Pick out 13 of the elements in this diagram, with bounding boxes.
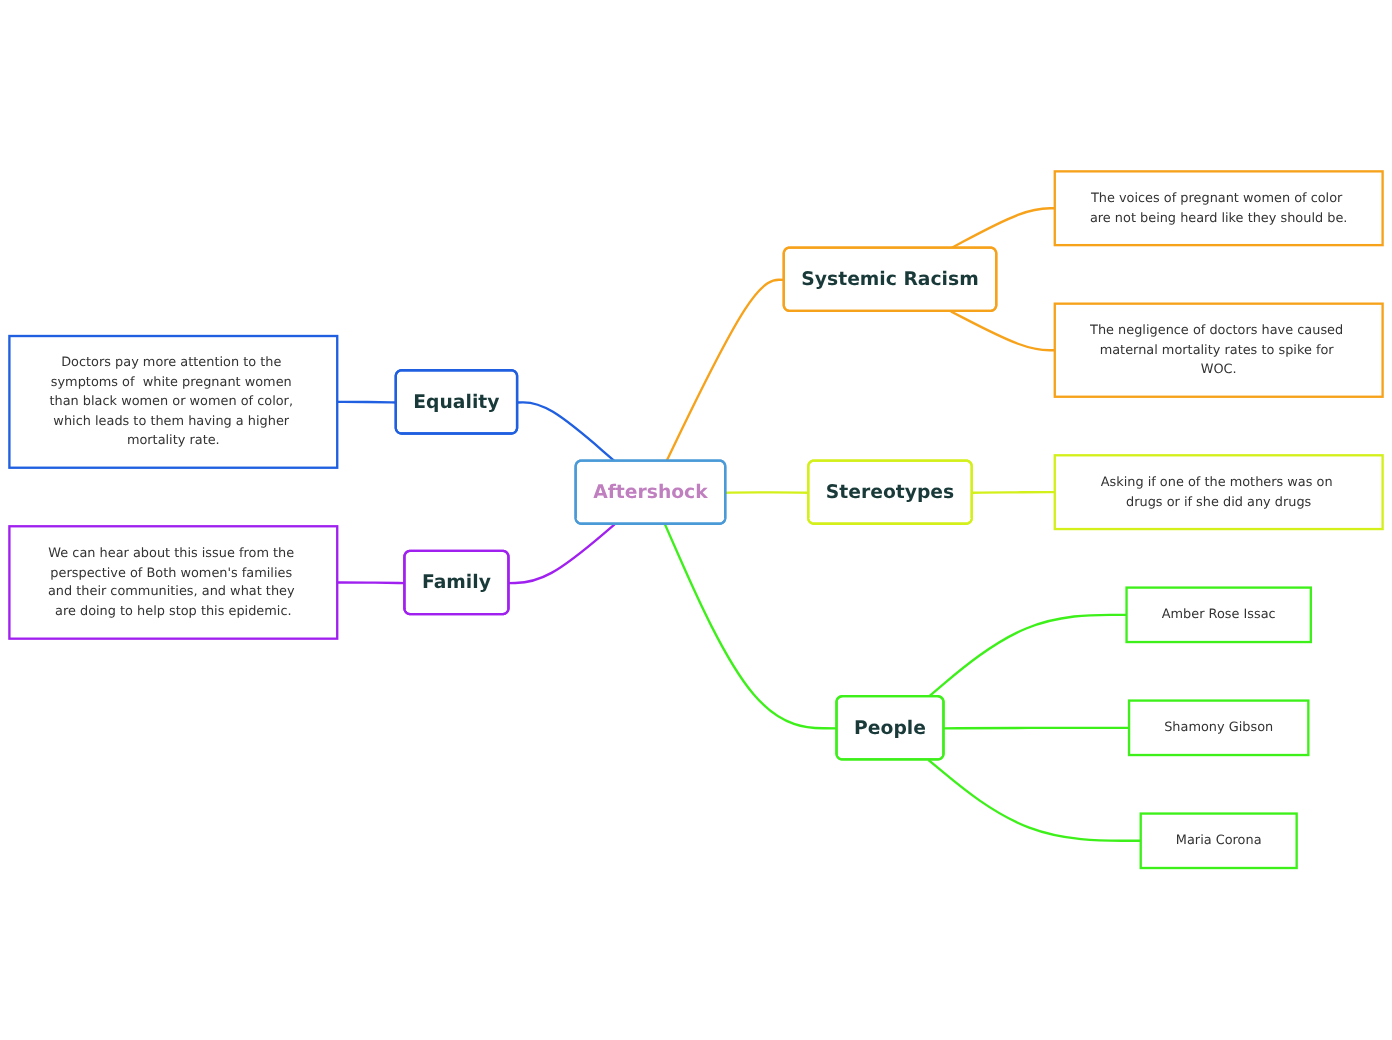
connector bbox=[663, 524, 838, 730]
connector bbox=[665, 278, 785, 462]
connector bbox=[337, 581, 405, 585]
connector bbox=[509, 523, 616, 585]
connector bbox=[927, 613, 1127, 698]
connector bbox=[337, 401, 397, 404]
connector bbox=[927, 759, 1141, 843]
connector bbox=[725, 491, 809, 495]
connector bbox=[972, 491, 1055, 495]
connector bbox=[944, 726, 1130, 730]
connector bbox=[950, 310, 1055, 352]
connector bbox=[517, 401, 616, 463]
connector bbox=[950, 207, 1055, 250]
